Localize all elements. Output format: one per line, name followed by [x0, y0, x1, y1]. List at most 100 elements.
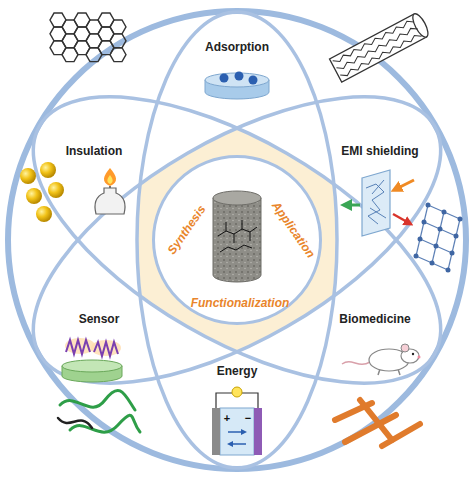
center-circle: SynthesisApplicationFunctionalization — [152, 155, 322, 325]
framework-lattice — [416, 205, 428, 256]
aerogel-sample — [213, 198, 261, 282]
application-label: Biomedicine — [339, 313, 410, 327]
battery-cell — [242, 393, 258, 408]
application-label: Sensor — [79, 313, 120, 327]
aerogel-sample — [218, 227, 257, 236]
gold-nanoparticles — [48, 182, 64, 198]
lab-mouse — [342, 344, 421, 375]
carbon-nanotube — [336, 26, 417, 72]
battery-cell — [216, 393, 232, 408]
application-label: Insulation — [66, 145, 123, 159]
aerogel-sample — [226, 220, 250, 243]
orbit-ellipse — [137, 12, 337, 468]
cellulose-rods — [360, 400, 392, 440]
stage-word: Synthesis — [165, 203, 208, 257]
aerogel-sample — [213, 191, 261, 205]
battery-cell — [230, 443, 246, 445]
framework-lattice — [414, 254, 419, 259]
polymer-fibers — [58, 418, 92, 428]
graphene-lattice — [110, 48, 126, 62]
shielding-panel — [362, 170, 390, 236]
lab-mouse — [412, 353, 414, 355]
polymer-fibers — [58, 390, 140, 432]
core-overlap — [137, 12, 337, 468]
alcohol-lamp — [95, 188, 125, 214]
strain-sensor — [65, 338, 95, 354]
framework-lattice — [446, 268, 451, 273]
battery-cell — [254, 408, 262, 455]
carbon-nanotube — [333, 19, 422, 79]
shielding-panel — [346, 170, 414, 236]
battery-cell — [232, 387, 242, 397]
stage-word: Functionalization — [191, 297, 290, 310]
core-overlap — [137, 12, 337, 468]
framework-lattice — [424, 222, 456, 236]
lab-mouse — [401, 344, 409, 352]
battery-cell — [220, 408, 254, 455]
framework-lattice — [458, 217, 463, 222]
aerogel-sample — [218, 220, 257, 252]
adsorbent-disc — [235, 72, 244, 81]
graphene-lattice — [110, 20, 126, 34]
shielding-panel — [370, 180, 386, 218]
framework-lattice — [432, 212, 444, 263]
aerogel-sample — [213, 191, 261, 282]
adsorbent-disc — [220, 74, 229, 83]
carbon-nanotube — [340, 33, 421, 79]
terminal-sign: + — [224, 412, 230, 425]
framework-lattice — [422, 220, 427, 225]
gold-nanoparticles — [40, 162, 56, 178]
graphene-lattice — [110, 34, 126, 48]
adsorbent-disc — [205, 72, 269, 100]
alcohol-lamp — [95, 168, 125, 214]
carbon-nanotube — [333, 19, 414, 65]
framework-lattice — [442, 210, 447, 215]
framework-lattice — [414, 203, 463, 273]
cellulose-rods — [335, 400, 420, 446]
orbit-ellipse — [0, 39, 474, 440]
carbon-nanotube — [330, 12, 431, 82]
framework-lattice — [450, 251, 455, 256]
aerogel-sample — [220, 245, 252, 252]
adsorbent-disc — [249, 76, 258, 85]
shielding-panel — [393, 214, 409, 223]
alcohol-lamp — [104, 168, 116, 186]
alcohol-lamp — [107, 175, 112, 184]
framework-lattice — [426, 203, 431, 208]
framework-lattice — [420, 239, 452, 253]
framework-lattice — [454, 234, 459, 239]
orbit-ellipse — [0, 12, 474, 468]
adsorbent-disc — [220, 72, 258, 85]
application-label: Energy — [217, 365, 258, 379]
lab-mouse — [342, 362, 370, 365]
strain-sensor — [91, 340, 121, 356]
terminal-sign: − — [245, 412, 251, 425]
battery-cell — [212, 387, 262, 455]
carbon-nanotube — [330, 14, 427, 82]
battery-cell — [228, 431, 244, 433]
center-disc — [153, 156, 321, 324]
framework-lattice — [428, 205, 460, 219]
application-label: EMI shielding — [341, 145, 418, 159]
strain-sensor — [62, 360, 122, 372]
shielding-panel — [346, 204, 360, 207]
strain-sensor — [94, 342, 118, 356]
gold-nanoparticles — [20, 168, 36, 184]
framework-lattice — [448, 219, 460, 270]
application-label: Adsorption — [205, 41, 269, 55]
framework-lattice — [416, 205, 460, 270]
framework-lattice — [416, 256, 448, 270]
gold-nanoparticles — [20, 162, 64, 222]
polymer-fibers — [70, 415, 140, 432]
graphene-lattice — [50, 13, 126, 62]
carbon-nanotube — [410, 12, 431, 40]
core-overlap — [137, 12, 337, 468]
framework-lattice — [434, 244, 439, 249]
gold-nanoparticles — [26, 188, 42, 204]
framework-lattice — [430, 261, 435, 266]
framework-lattice — [418, 237, 423, 242]
shielding-panel — [366, 180, 386, 224]
polymer-fibers — [60, 390, 135, 410]
